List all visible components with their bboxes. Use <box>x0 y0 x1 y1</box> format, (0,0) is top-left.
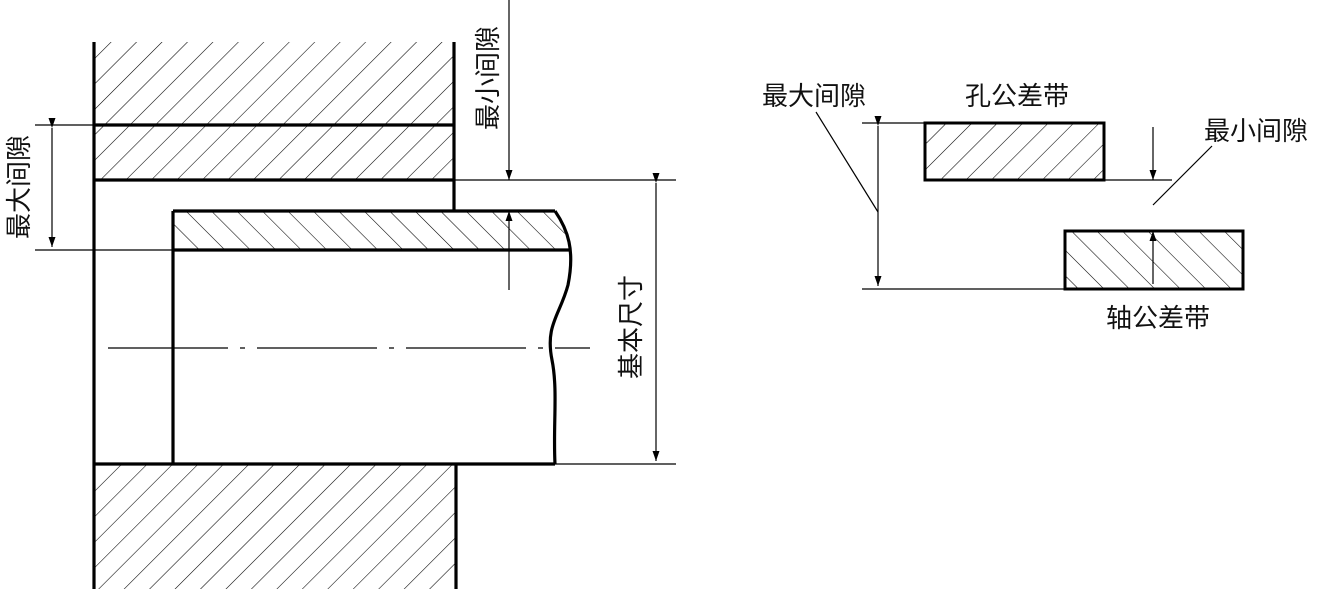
shaft-tolerance-zone <box>1063 229 1245 291</box>
hole-tolerance-zone <box>923 121 1106 182</box>
housing-upper <box>94 42 454 180</box>
max-clearance-leader <box>815 111 879 213</box>
label-min-clearance-right: 最小间隙 <box>1204 117 1308 147</box>
hole-shaft-assembly: 最大间隙 最小间隙 基本尺寸 <box>5 0 676 589</box>
label-min-clearance-left: 最小间隙 <box>474 26 504 130</box>
min-clearance-leader <box>1152 145 1213 206</box>
shaft-break-line <box>548 210 573 465</box>
label-basic-size: 基本尺寸 <box>617 275 647 379</box>
label-max-clearance-left: 最大间隙 <box>5 135 35 239</box>
label-shaft-tolerance-zone: 轴公差带 <box>1106 304 1210 334</box>
tolerance-zone-diagram: 最大间隙 孔公差带 最小间隙 轴公差带 <box>762 82 1308 334</box>
shaft-tolerance-strip <box>173 211 570 250</box>
label-hole-tolerance-zone: 孔公差带 <box>965 82 1069 112</box>
housing-lower <box>94 464 456 589</box>
label-max-clearance-right: 最大间隙 <box>762 82 866 112</box>
